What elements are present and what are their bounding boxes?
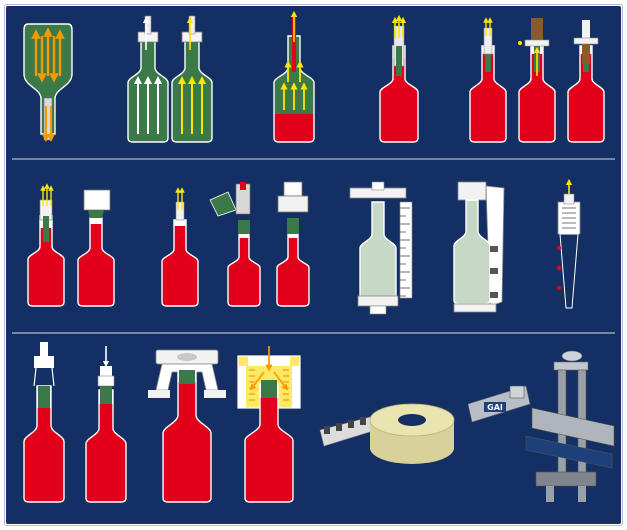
crown-stem (40, 342, 48, 356)
fill-bottle-outline (273, 35, 315, 143)
machine-logo-plate (484, 402, 506, 412)
heat-arrow-right (273, 371, 288, 391)
nozzle-drop-1 (556, 265, 562, 271)
wide-top-center (177, 353, 197, 361)
bottle-pair-airflow-icon (127, 15, 213, 143)
bottle-filling-icon (273, 10, 315, 143)
wide-bottle-outline (162, 369, 212, 503)
diagram-panel: GAI (6, 6, 621, 524)
screw-bottle-0-outline (161, 219, 199, 307)
cork-plunger-2 (582, 20, 590, 38)
gauge-base-knob (369, 305, 387, 315)
machine-spool (509, 385, 525, 399)
heat-bottle-outline (244, 383, 294, 503)
crown-neck-1 (100, 386, 112, 404)
filled-bottle-outline (379, 45, 419, 143)
wide-foot-right (204, 390, 226, 398)
roll-strip-mark-1 (336, 423, 342, 431)
cork-jaw-1 (524, 39, 550, 47)
machine-leg-right (578, 486, 586, 502)
labeling-machine-icon: GAI (467, 350, 615, 502)
screw-head-1-top (283, 181, 303, 197)
screw-head-1 (277, 195, 309, 213)
filled-neck-glass (396, 46, 402, 76)
heat-neck (261, 380, 277, 398)
cork-insertion-icon (469, 17, 605, 143)
roll-strip-mark-3 (360, 417, 366, 425)
machine-top-plate (553, 361, 589, 371)
crown-head-1 (100, 366, 112, 376)
screw-bottle-1-outline (227, 231, 261, 307)
cork-bottle-2-outline (567, 45, 605, 143)
screw-head-marker (240, 182, 246, 190)
machine-belt (531, 407, 615, 447)
machine-base (535, 471, 597, 487)
clamp-pad-2 (490, 292, 498, 298)
pair-valve-right (188, 15, 196, 35)
cork-bottle-0-outline (469, 45, 507, 143)
pair-valve-left (144, 15, 152, 35)
vac-cap-seal (88, 210, 104, 218)
gauge-top-knob (371, 181, 385, 191)
cork-plug-1 (531, 18, 543, 42)
screw-bottle-2-outline (276, 231, 310, 307)
clamp-top (457, 181, 487, 201)
cork-plug-2 (582, 44, 590, 64)
crown-jaws (33, 367, 55, 387)
roll-strip-mark-0 (324, 426, 330, 434)
cork-jaw-2 (573, 37, 599, 45)
wide-neck (179, 370, 195, 384)
crown-bottle-1-outline (85, 389, 127, 503)
inverted-bottle-rinse-icon (23, 23, 73, 142)
roll-core (398, 414, 426, 426)
fill-bottle-wine (274, 114, 314, 142)
wide-foot-left (148, 390, 170, 398)
vac-bottle-0-outline (27, 215, 65, 307)
nozzle-tube (559, 233, 579, 309)
machine-top-head (561, 350, 583, 362)
fill-tube (292, 16, 296, 72)
bottling-process-diagram: GAI (6, 6, 621, 524)
vac-neck-0 (43, 216, 49, 242)
filling-nozzle-icon (556, 178, 581, 309)
label-roll-icon (319, 403, 455, 464)
clamp-base (453, 303, 497, 313)
machine-leg-left (546, 486, 554, 502)
vac-cap-block (83, 189, 111, 211)
nozzle-cap (563, 193, 575, 205)
screw-cap-1 (238, 220, 250, 234)
clamp-pad-1 (490, 268, 498, 274)
cork-valve-0 (483, 27, 493, 55)
nozzle-drop-0 (556, 245, 562, 251)
crown-head (34, 356, 54, 368)
nozzle-drop-2 (556, 285, 562, 291)
crown-neck-0 (38, 386, 50, 408)
heat-wall-left (238, 366, 246, 408)
cork-bottle-1-outline (518, 45, 556, 143)
heat-wall-right (292, 366, 300, 408)
crown-cap-1 (97, 375, 115, 387)
vac-bottle-1-outline (77, 217, 115, 307)
screw-cap-2 (287, 218, 299, 234)
cork-sensor-1 (518, 41, 522, 45)
machine-conveyor (525, 435, 613, 469)
wide-capper-icon (148, 349, 226, 503)
gauge-base (357, 295, 399, 307)
crown-bottle-0-outline (23, 385, 65, 503)
machine-logo-text: GAI (487, 403, 503, 412)
heat-arrow-left (250, 371, 265, 391)
level-gauge-icon (349, 181, 413, 315)
roll-strip-mark-2 (348, 420, 354, 428)
clamp-gauge-icon (453, 181, 505, 313)
cork-neck-0 (485, 46, 491, 72)
clamp-pad-0 (490, 246, 498, 252)
screw-valve-0 (175, 201, 185, 221)
gauge-scale (399, 201, 413, 299)
